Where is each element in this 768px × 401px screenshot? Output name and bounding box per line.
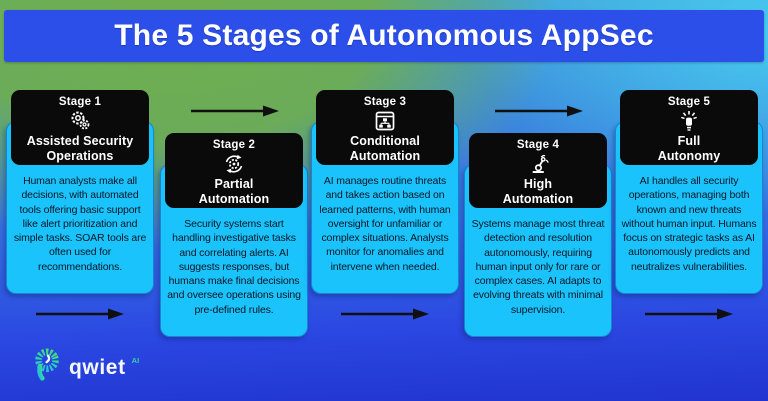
qwiet-ai-suffix: AI: [131, 356, 140, 365]
stage-2-description: Security systems start handling investig…: [167, 218, 301, 316]
stage-4-description: Systems manage most threat detection and…: [471, 218, 605, 316]
stage-4-title-line1: High: [523, 177, 553, 191]
stage-5-description: AI handles all security operations, mana…: [621, 175, 757, 273]
stage-1-header: Stage 1 Assisted Security Operations: [11, 90, 149, 165]
stage-4-title-line2: Automation: [502, 191, 574, 206]
page-title: The 5 Stages of Autonomous AppSec: [114, 19, 654, 52]
stage-1-description: Human analysts make all decisions, with …: [13, 175, 147, 273]
stage-card-1: Human analysts make all decisions, with …: [6, 90, 154, 296]
stage-2-label: Stage 2: [212, 139, 256, 151]
stage-2-title: Partial Automation: [199, 177, 269, 207]
qwiet-wordmark: qwiet: [69, 356, 126, 379]
stage-4-label: Stage 4: [516, 139, 560, 151]
qwiet-spiral-icon: [30, 347, 64, 388]
stage-2-title-line2: Automation: [198, 191, 270, 206]
gears-icon: [68, 109, 92, 133]
stage-1-title-line2: Operations: [46, 148, 114, 163]
stage-4-title: High Automation: [503, 177, 573, 207]
idea-hand-icon: [677, 109, 701, 133]
workflow-window-icon: [373, 109, 397, 133]
stage-1-title: Assisted Security Operations: [27, 134, 134, 164]
automation-gear-icon: [222, 152, 246, 176]
stage-2-header: Stage 2 Partial Automation: [165, 133, 303, 208]
stage-3-body: AI manages routine threats and takes act…: [311, 121, 459, 294]
stage-4-header: Stage 4 High Automation: [469, 133, 607, 208]
stage-3-title-line2: Automation: [349, 148, 421, 163]
title-bar: The 5 Stages of Autonomous AppSec: [4, 10, 764, 62]
stage-5-header: Stage 5 Full Autonomy: [620, 90, 758, 165]
arrow-below-stage5: [645, 308, 733, 320]
stage-5-title: Full Autonomy: [658, 134, 721, 164]
stage-3-header: Stage 3 Conditional Automation: [316, 90, 454, 165]
arrow-stage1-to-stage2: [191, 105, 279, 117]
stage-card-3: AI manages routine threats and takes act…: [311, 90, 459, 296]
stage-5-title-line2: Autonomy: [657, 148, 721, 163]
stage-3-title-line1: Conditional: [350, 134, 420, 148]
stage-5-label: Stage 5: [667, 96, 711, 108]
stage-card-5: AI handles all security operations, mana…: [615, 90, 763, 296]
robot-arm-icon: [526, 152, 550, 176]
stage-1-label: Stage 1: [58, 96, 102, 108]
stage-1-title-line1: Assisted Security: [26, 134, 134, 148]
stage-2-title-line1: Partial: [214, 177, 254, 191]
stage-3-title: Conditional Automation: [350, 134, 420, 164]
stage-3-label: Stage 3: [363, 96, 407, 108]
arrow-stage3-to-stage4: [495, 105, 583, 117]
stage-5-title-line1: Full: [677, 134, 701, 148]
arrow-below-stage1: [36, 308, 124, 320]
stage-card-2: Security systems start handling investig…: [160, 133, 308, 339]
arrow-below-stage3: [341, 308, 429, 320]
stage-3-description: AI manages routine threats and takes act…: [319, 175, 451, 273]
stage-card-4: Systems manage most threat detection and…: [464, 133, 612, 339]
qwiet-ai-logo: qwiet AI: [30, 347, 140, 388]
